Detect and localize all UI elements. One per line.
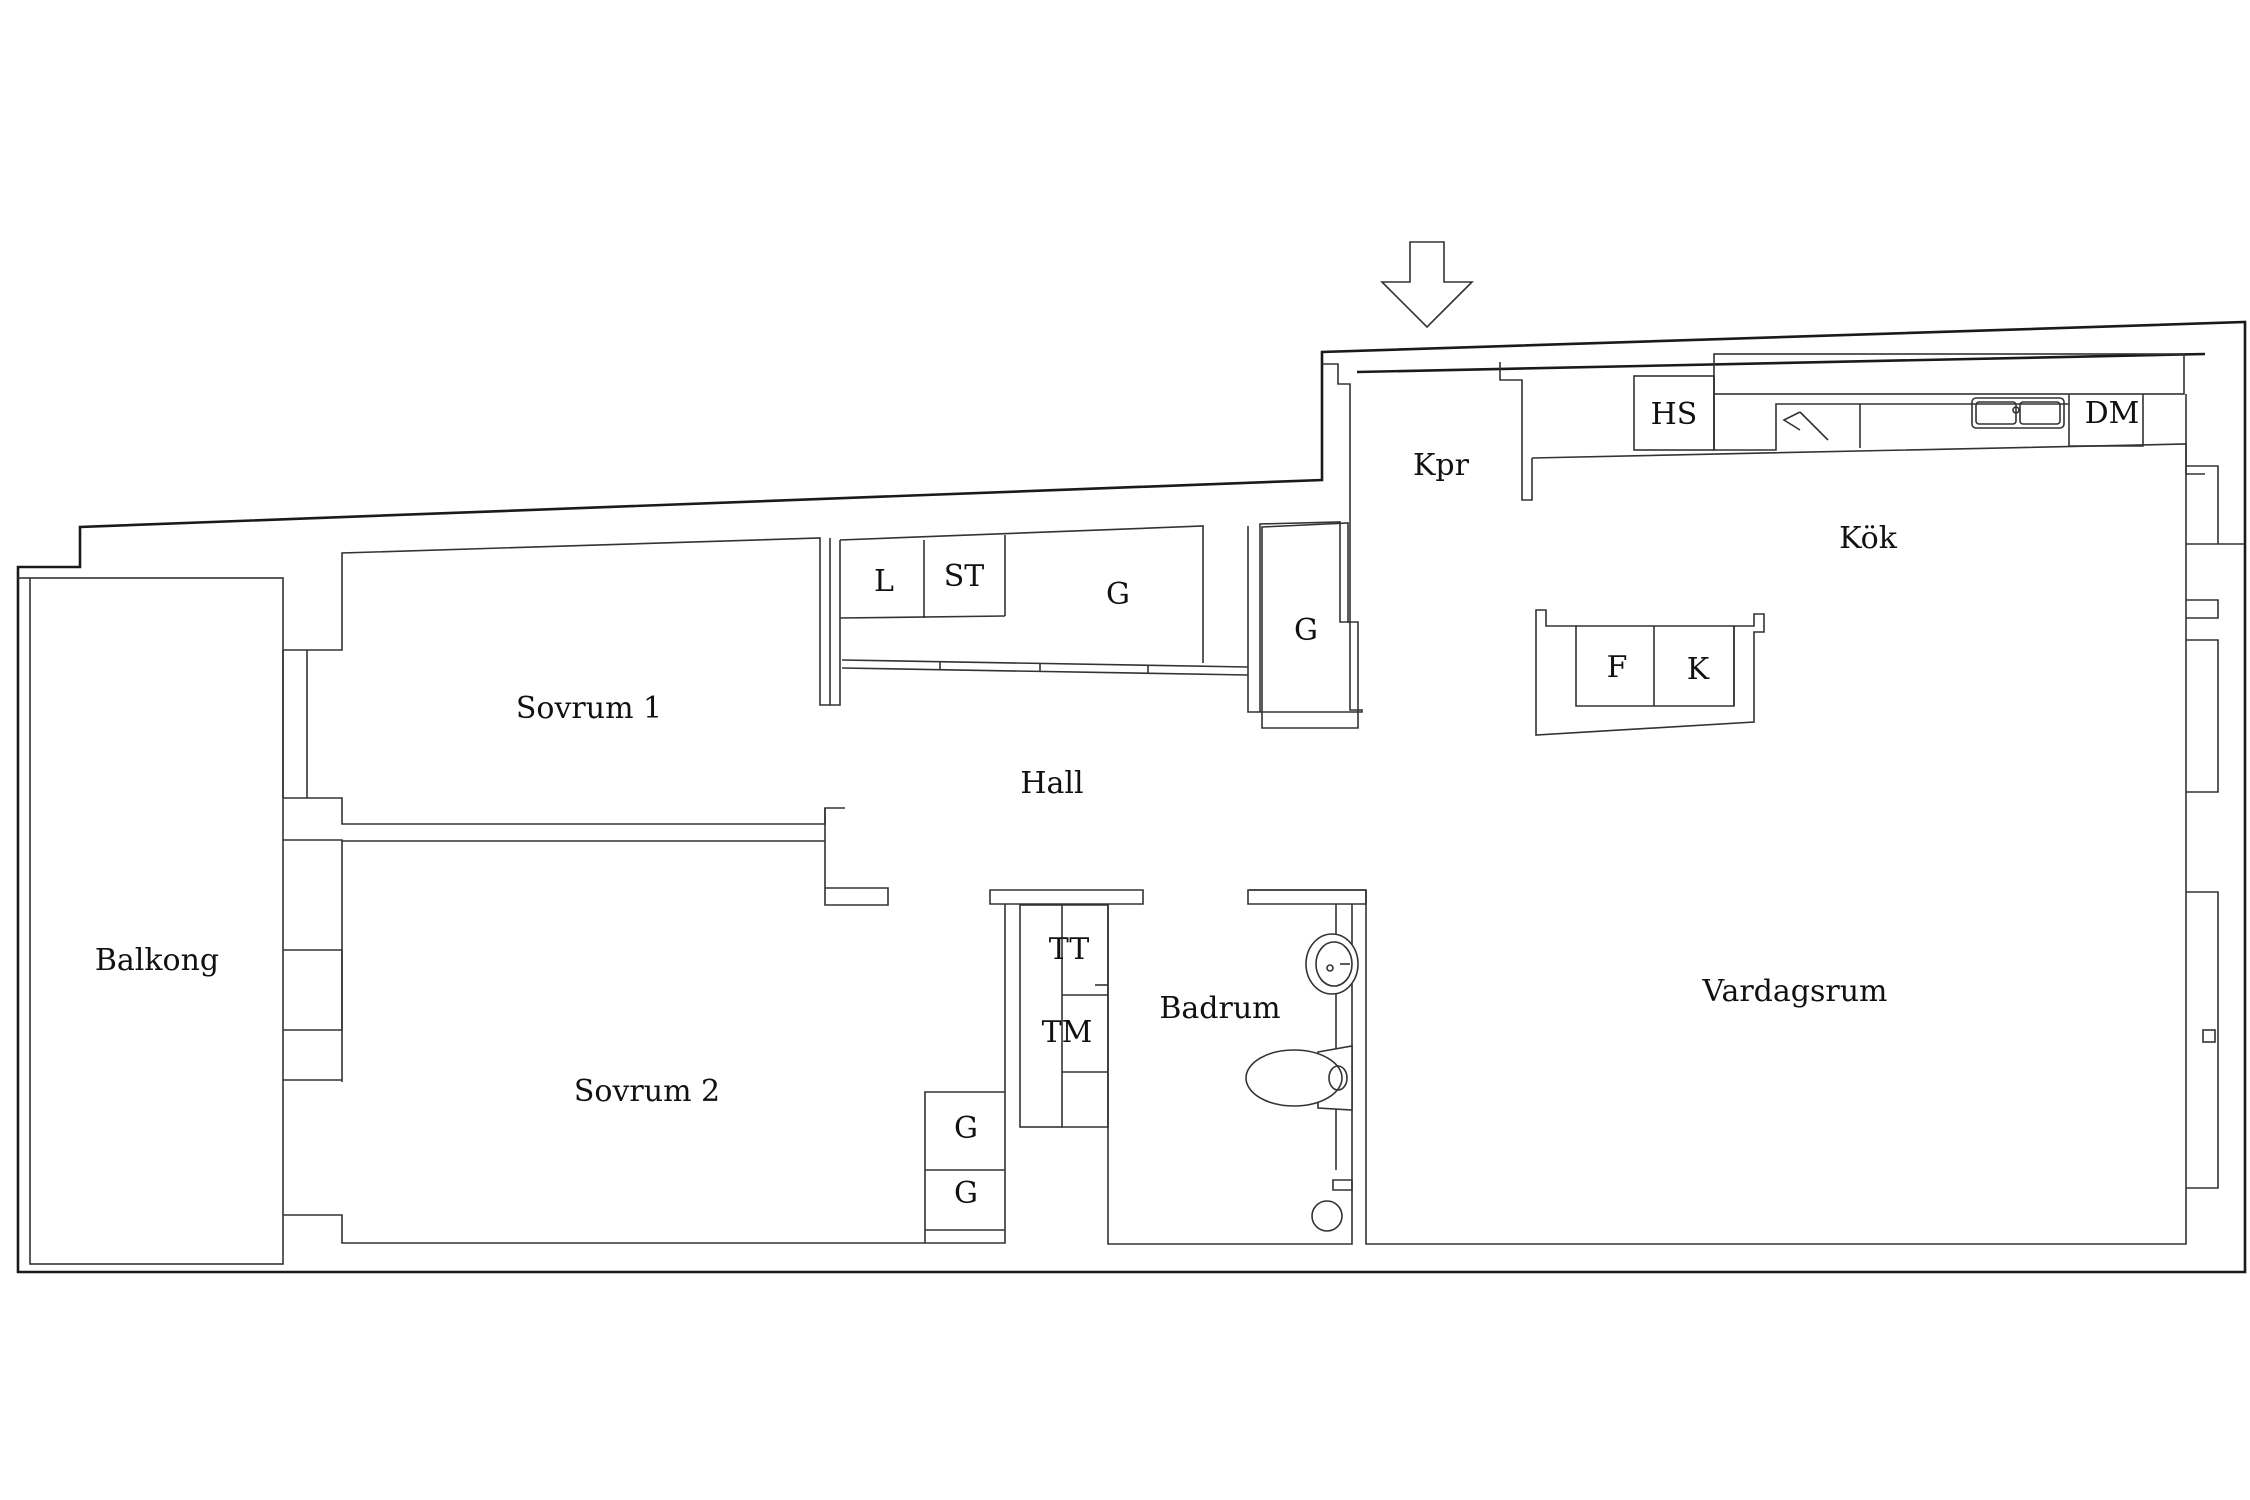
laundry-closet (989, 889, 1144, 1128)
balcony (18, 577, 284, 1265)
east-windows (2186, 465, 2245, 1189)
fixture-label-st: ST (944, 559, 985, 594)
bedroom-1-walls (282, 537, 845, 825)
floor-drain-icon (1311, 1179, 1353, 1232)
fridge-freezer-unit (1535, 609, 1765, 736)
room-label-balkong: Balkong (95, 943, 219, 978)
fixture-label-g-sovrum-2-bottom: G (954, 1176, 978, 1211)
room-label-hall: Hall (1020, 766, 1083, 801)
fixture-label-tm: TM (1042, 1015, 1093, 1050)
room-label-kok: Kök (1839, 521, 1898, 556)
room-label-sovrum-2: Sovrum 2 (574, 1074, 720, 1109)
fixture-label-l: L (874, 564, 894, 599)
sink-icon (1305, 933, 1359, 995)
hall-closet (830, 521, 1363, 713)
room-label-kpr: Kpr (1413, 448, 1470, 483)
fixture-label-f: F (1607, 650, 1628, 685)
fixture-label-g-sovrum-2-top: G (954, 1111, 978, 1146)
entrance-arrow-icon (1380, 241, 1474, 329)
fixture-label-k: K (1687, 652, 1710, 687)
room-label-vardagsrum: Vardagsrum (1702, 974, 1888, 1009)
kitchen-counter (1531, 353, 2205, 475)
fixture-label-g-hall: G (1106, 577, 1130, 612)
kpr-closet (1261, 522, 1359, 729)
living-room-walls (1247, 460, 2187, 1245)
bedroom-2-walls (283, 808, 1006, 1244)
kitchen-sink-icon (1971, 397, 2065, 429)
fixture-label-g-kpr: G (1294, 613, 1318, 648)
toilet-icon (1245, 1045, 1353, 1111)
room-label-sovrum-1: Sovrum 1 (516, 691, 662, 726)
fixture-label-tt: TT (1049, 932, 1090, 967)
kpr-corridor-walls (1322, 362, 1533, 622)
room-label-badrum: Badrum (1159, 991, 1280, 1026)
fixture-label-dm: DM (2085, 396, 2140, 431)
fixture-label-hs: HS (1651, 397, 1698, 432)
outer-walls (16, 320, 2247, 1274)
